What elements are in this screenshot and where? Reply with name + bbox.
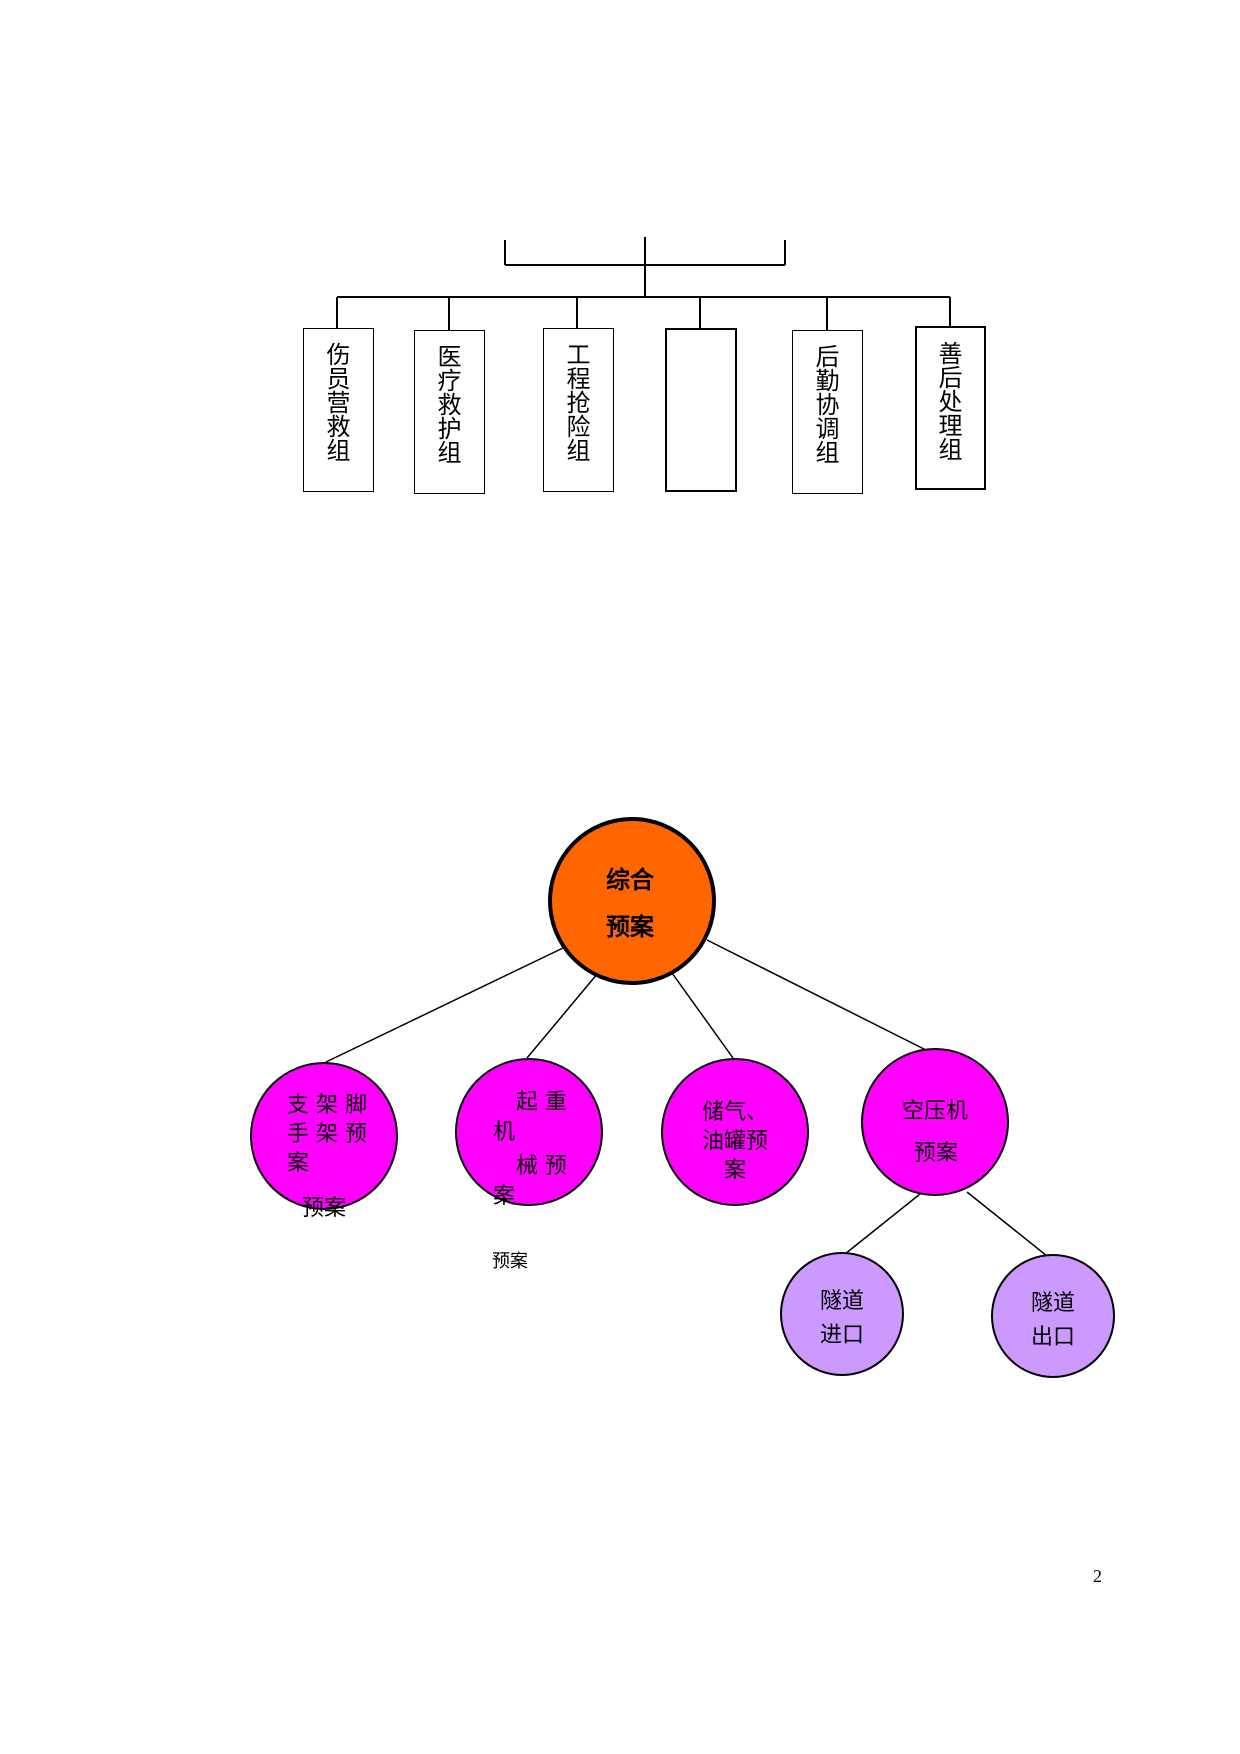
child3-line2: 油罐预 <box>702 1129 769 1154</box>
edge-child4-grand1 <box>844 1193 921 1255</box>
child-plan-node-3 <box>661 1058 809 1206</box>
page-number: 2 <box>1093 1566 1102 1586</box>
edge-root-child3 <box>671 972 734 1059</box>
edge-root-child4 <box>706 939 927 1051</box>
edge-root-child2 <box>526 972 599 1059</box>
grandchild-plan-node-1 <box>780 1252 904 1376</box>
root-plan-line2: 预案 <box>606 913 654 941</box>
child2-extra: 预案 <box>492 1251 528 1272</box>
child3-line1: 储气、 <box>702 1100 769 1125</box>
child4-line1: 空压机 <box>902 1098 969 1123</box>
group-box-5: 后勤协调组 <box>792 330 863 494</box>
child1-line2: 手 架 预 <box>287 1122 367 1147</box>
group-box-2-label: 医疗救护组 <box>437 343 462 467</box>
group-box-6-label: 善后处理组 <box>938 340 963 464</box>
group-box-1: 伤员营救组 <box>303 328 374 492</box>
child2-line2: 机 <box>493 1120 516 1145</box>
child4-line2: 预案 <box>914 1140 959 1165</box>
grand2-line1: 隧道 <box>1031 1290 1076 1315</box>
child3-line3: 案 <box>724 1158 747 1183</box>
child1-extra: 预案 <box>302 1196 347 1221</box>
child-plan-node-2 <box>455 1058 603 1206</box>
child2-line3: 械 预 <box>516 1154 567 1179</box>
grand1-line2: 进口 <box>820 1322 865 1347</box>
child1-line1: 支 架 脚 <box>287 1093 367 1118</box>
grandchild-plan-node-2 <box>991 1254 1115 1378</box>
child2-line4: 案 <box>493 1184 516 1209</box>
group-box-5-label: 后勤协调组 <box>815 343 840 467</box>
edge-child4-grand2 <box>966 1191 1048 1257</box>
group-box-1-label: 伤员营救组 <box>326 341 351 465</box>
root-plan-node <box>548 817 716 985</box>
grand2-line2: 出口 <box>1031 1324 1076 1349</box>
group-box-3-label: 工程抢险组 <box>566 341 591 465</box>
child2-line1: 起 重 <box>516 1090 567 1115</box>
root-plan-line1: 综合 <box>606 866 654 894</box>
child-plan-node-4 <box>861 1048 1009 1196</box>
child1-line3: 案 <box>287 1151 310 1176</box>
group-box-2: 医疗救护组 <box>414 330 485 494</box>
edge-root-child1 <box>325 947 564 1063</box>
group-box-6: 善后处理组 <box>915 326 986 490</box>
group-box-3: 工程抢险组 <box>543 328 614 492</box>
group-box-4 <box>665 328 737 492</box>
grand1-line1: 隧道 <box>820 1288 865 1313</box>
child-plan-node-1 <box>250 1062 398 1210</box>
